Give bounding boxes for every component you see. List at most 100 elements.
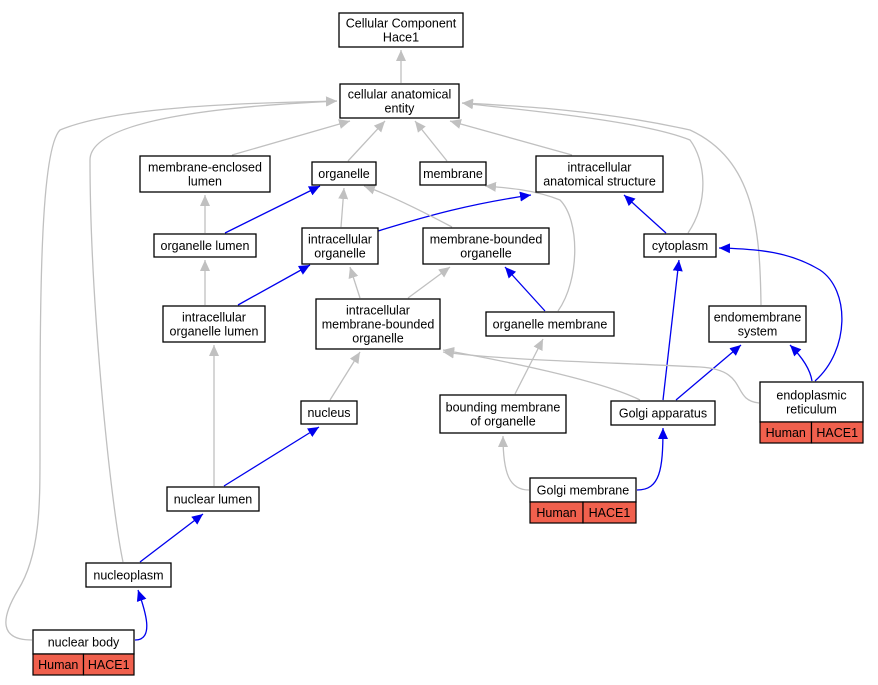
edge-is-a	[484, 181, 576, 312]
node-box	[300, 400, 358, 425]
node-label: Hace1	[383, 31, 419, 45]
edge-part-of	[623, 194, 667, 234]
species-label: Human	[766, 426, 806, 440]
node-label: cytoplasm	[652, 239, 708, 253]
edge-is-a	[329, 351, 361, 401]
badge-cell	[582, 501, 637, 524]
node-label: endomembrane	[714, 311, 802, 325]
node-nucleus[interactable]: nucleus	[300, 400, 358, 425]
edge-part-of	[224, 185, 321, 234]
edge-is-a	[442, 346, 641, 401]
edge-part-of	[662, 259, 683, 401]
edge-part-of	[675, 344, 742, 401]
node-box	[422, 227, 550, 265]
node-box	[32, 629, 135, 655]
node-label: organelle membrane	[493, 318, 608, 332]
edge-is-a	[498, 435, 530, 491]
node-box	[708, 305, 807, 343]
node-label: organelle	[460, 247, 511, 261]
edge-is-a	[347, 120, 386, 162]
node-label: endoplasmic	[776, 389, 846, 403]
badge-cell	[82, 653, 135, 676]
edge-part-of	[718, 243, 843, 382]
edge-is-a	[89, 96, 338, 563]
edge-part-of	[237, 264, 311, 306]
node-label: organelle	[314, 247, 365, 261]
node-label: nucleus	[307, 406, 350, 420]
node-organelle-membrane[interactable]: organelle membrane	[485, 311, 615, 337]
node-label: of organelle	[470, 415, 535, 429]
node-label: entity	[385, 102, 416, 116]
species-label: Human	[536, 506, 576, 520]
edge-part-of	[139, 513, 204, 563]
node-label: organelle	[352, 332, 403, 346]
edges-layer	[5, 50, 843, 641]
node-box	[338, 12, 464, 48]
edge-is-a	[461, 99, 704, 234]
node-label: nuclear body	[48, 636, 120, 650]
node-membrane[interactable]: membrane	[419, 161, 487, 186]
node-label: anatomical structure	[543, 175, 656, 189]
edge-part-of	[789, 344, 813, 382]
node-nuclear-lumen[interactable]: nuclear lumen	[166, 486, 260, 512]
node-box	[535, 155, 664, 193]
edge-is-a	[461, 98, 762, 306]
node-box	[643, 233, 717, 258]
node-organelle-lumen[interactable]: organelle lumen	[153, 233, 257, 258]
node-label: Cellular Component	[346, 17, 457, 31]
edge-is-a	[5, 96, 338, 641]
gene-label: HACE1	[88, 658, 130, 672]
edge-is-a	[407, 266, 451, 299]
node-golgi-apparatus[interactable]: Golgi apparatus	[610, 400, 716, 426]
node-box	[153, 233, 257, 258]
edge-is-a	[338, 187, 349, 228]
node-box	[759, 381, 864, 423]
node-label: intracellular	[182, 311, 246, 325]
node-label: system	[738, 325, 778, 339]
edge-part-of	[504, 266, 546, 312]
node-box	[301, 227, 379, 265]
node-box	[439, 394, 567, 434]
edge-is-a	[414, 120, 448, 162]
node-label: bounding membrane	[446, 401, 561, 415]
node-label: organelle lumen	[161, 239, 250, 253]
node-label: nuclear lumen	[174, 493, 253, 507]
edge-part-of	[636, 427, 668, 491]
node-organelle[interactable]: organelle	[311, 161, 377, 186]
node-label: membrane-bounded	[430, 233, 543, 247]
node-box	[311, 161, 377, 186]
node-box	[610, 400, 716, 426]
node-box	[85, 562, 172, 588]
node-label: cellular anatomical	[348, 88, 452, 102]
node-box	[315, 298, 441, 350]
node-label: membrane	[423, 167, 483, 181]
edge-part-of	[223, 426, 320, 487]
node-label: Golgi membrane	[537, 484, 629, 498]
badge-cell	[810, 421, 864, 444]
node-box	[339, 83, 460, 119]
node-cytoplasm[interactable]: cytoplasm	[643, 233, 717, 258]
node-label: reticulum	[786, 403, 837, 417]
edge-part-of	[377, 191, 532, 232]
node-nucleoplasm[interactable]: nucleoplasm	[85, 562, 172, 588]
node-label: organelle	[318, 167, 369, 181]
node-label: membrane-bounded	[322, 318, 435, 332]
node-box	[485, 311, 615, 337]
